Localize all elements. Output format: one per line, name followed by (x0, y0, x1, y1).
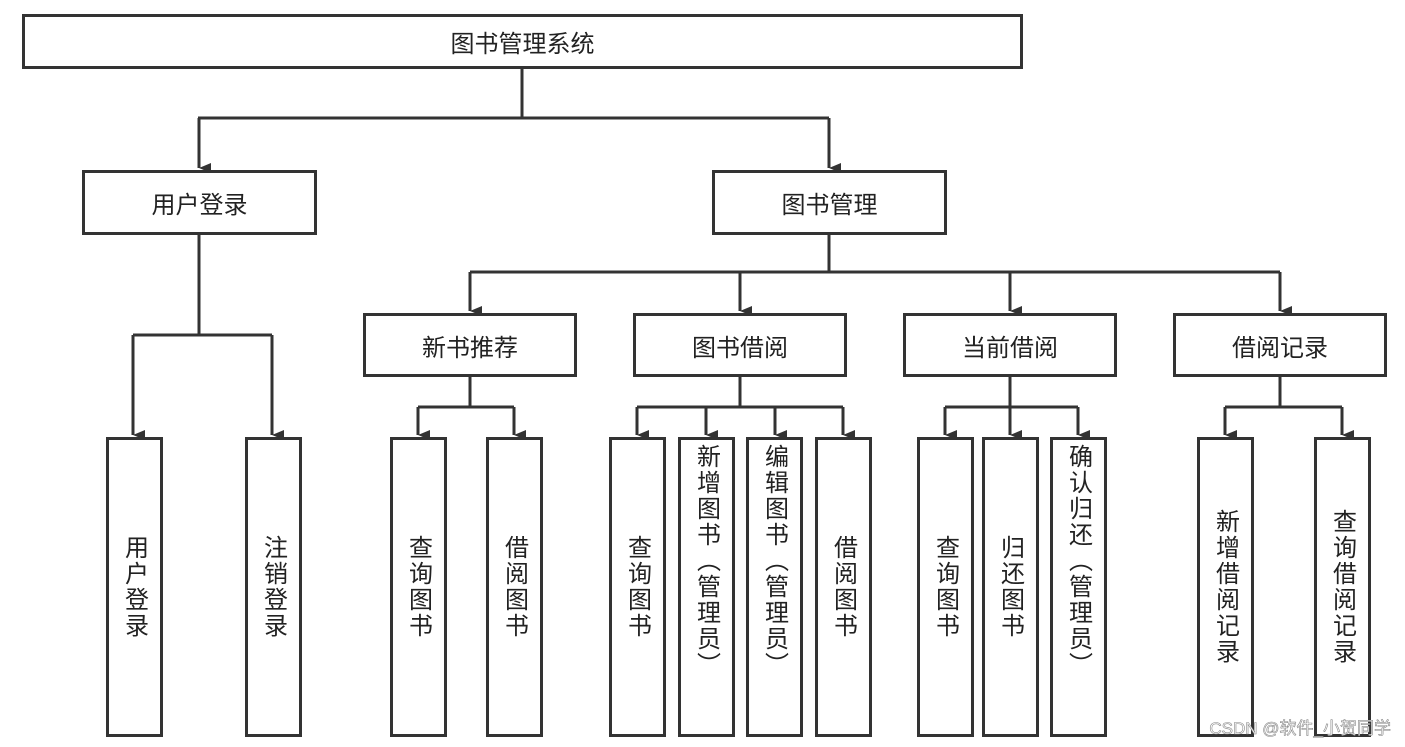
node-borrow-records: 借阅记录 (1173, 313, 1387, 377)
leaf-label: 查询图书 (931, 535, 960, 639)
node-label: 借阅记录 (1232, 333, 1328, 362)
node-user-login: 用户登录 (82, 170, 317, 235)
node-current-borrow: 当前借阅 (903, 313, 1117, 377)
leaf-label: 编辑图书（管理员） (760, 444, 789, 678)
leaf-label: 查询借阅记录 (1328, 509, 1357, 665)
leaf-node: 用户登录 (106, 437, 163, 737)
leaf-label: 用户登录 (120, 535, 149, 639)
root-node: 图书管理系统 (22, 14, 1023, 69)
node-book-management: 图书管理 (712, 170, 947, 235)
node-label: 新书推荐 (422, 333, 518, 362)
leaf-node: 借阅图书 (486, 437, 543, 737)
leaf-label: 查询图书 (623, 535, 652, 639)
root-label: 图书管理系统 (450, 30, 595, 58)
node-new-book-recommend: 新书推荐 (363, 313, 577, 377)
leaf-label: 归还图书 (996, 535, 1025, 639)
leaf-node: 确认归还（管理员） (1050, 437, 1107, 737)
leaf-node: 归还图书 (982, 437, 1039, 737)
leaf-label: 新增借阅记录 (1211, 509, 1240, 665)
leaf-label: 确认归还（管理员） (1064, 444, 1093, 678)
leaf-node: 新增图书（管理员） (678, 437, 735, 737)
leaf-node: 借阅图书 (815, 437, 872, 737)
leaf-label: 新增图书（管理员） (692, 444, 721, 678)
node-label: 当前借阅 (962, 333, 1058, 362)
root-connector (198, 68, 829, 120)
leaf-node: 查询图书 (917, 437, 974, 737)
leaf-node: 查询图书 (609, 437, 666, 737)
node-label: 图书借阅 (692, 333, 788, 362)
watermark: CSDN @软件_小贺同学 (1209, 719, 1391, 739)
leaf-label: 借阅图书 (500, 535, 529, 639)
leaf-node: 编辑图书（管理员） (746, 437, 803, 737)
leaf-node: 注销登录 (245, 437, 302, 737)
leaf-node: 查询图书 (390, 437, 447, 737)
leaf-label: 注销登录 (259, 535, 288, 639)
node-label: 图书管理 (781, 191, 878, 219)
node-label: 用户登录 (151, 191, 248, 219)
leaf-label: 借阅图书 (829, 535, 858, 639)
node-book-borrow: 图书借阅 (633, 313, 847, 377)
leaf-label: 查询图书 (404, 535, 433, 639)
leaf-node: 新增借阅记录 (1197, 437, 1254, 737)
leaf-node: 查询借阅记录 (1314, 437, 1371, 737)
